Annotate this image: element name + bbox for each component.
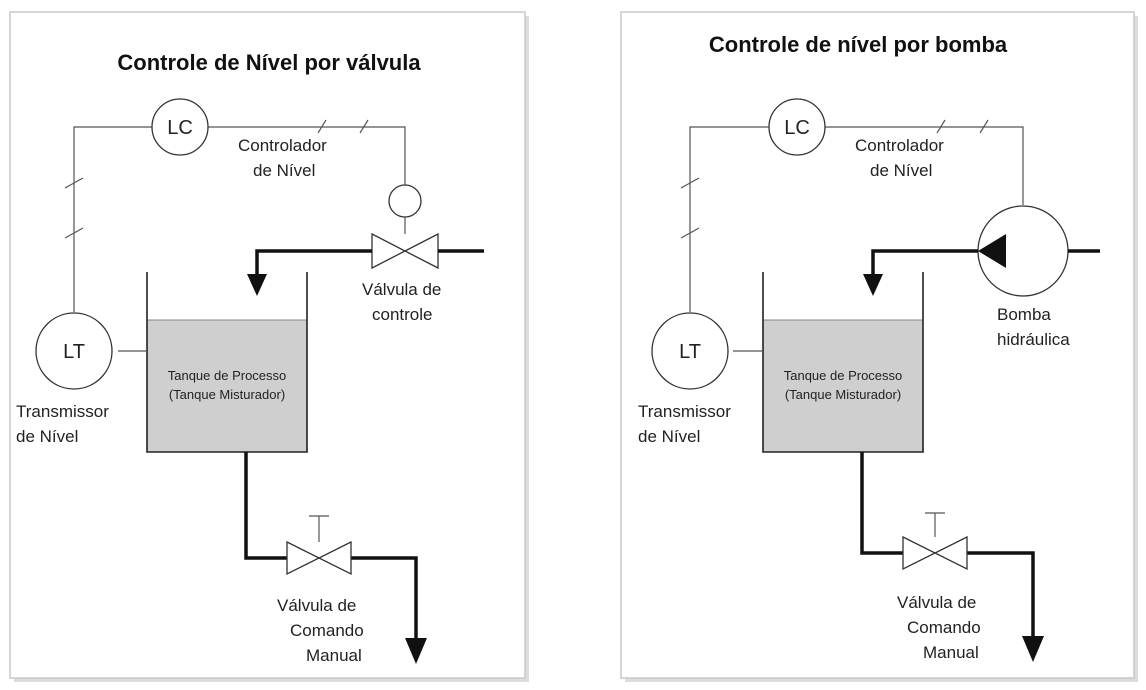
manual-valve xyxy=(902,512,968,571)
pump-label-line2: hidráulica xyxy=(997,330,1070,349)
control-valve-label-line2: controle xyxy=(372,305,432,324)
outlet-pipe xyxy=(244,452,427,664)
level-transmitter: LT xyxy=(35,312,113,390)
controller-label-line1: Controlador xyxy=(238,136,327,155)
controller-label-line1: Controlador xyxy=(855,136,944,155)
process-tank: Tanque de Processo (Tanque Misturador) xyxy=(762,272,924,453)
level-controller: LC xyxy=(768,98,826,156)
svg-text:LC: LC xyxy=(784,117,810,139)
transmitter-label-line2: de Nível xyxy=(638,427,700,446)
level-transmitter: LT xyxy=(651,312,729,390)
transmitter-label-line2: de Nível xyxy=(16,427,78,446)
outlet-arrow-icon xyxy=(1022,636,1044,662)
signal-lines xyxy=(64,119,406,352)
manual-valve xyxy=(286,515,352,576)
outlet-arrow-icon xyxy=(405,638,427,664)
manual-valve-label-line2: Comando xyxy=(907,618,981,637)
tank-label-line1: Tanque de Processo xyxy=(784,368,903,383)
panel-title: Controle de nível por bomba xyxy=(709,32,1008,57)
inlet-pipe xyxy=(247,249,484,296)
process-tank: Tanque de Processo (Tanque Misturador) xyxy=(146,272,308,453)
inlet-arrow-icon xyxy=(247,274,267,296)
panel-pump-control: Controle de nível por bomba LC Controlad… xyxy=(620,11,1138,682)
panel-valve-control: Controle de Nível por válvula LC Control… xyxy=(9,11,529,682)
hydraulic-pump xyxy=(977,205,1069,297)
manual-valve-label-line3: Manual xyxy=(923,643,979,662)
valve-actuator-icon xyxy=(388,184,422,218)
svg-text:LC: LC xyxy=(167,117,193,139)
svg-text:LT: LT xyxy=(63,341,85,363)
outlet-pipe xyxy=(860,452,1044,662)
manual-valve-label-line2: Comando xyxy=(290,621,364,640)
svg-text:LT: LT xyxy=(679,341,701,363)
control-valve-label-line1: Válvula de xyxy=(362,280,441,299)
tank-label-line2: (Tanque Misturador) xyxy=(169,387,285,402)
tank-label-line1: Tanque de Processo xyxy=(168,368,287,383)
transmitter-label-line1: Transmissor xyxy=(16,402,109,421)
transmitter-label-line1: Transmissor xyxy=(638,402,731,421)
control-valve xyxy=(371,184,439,270)
manual-valve-label-line3: Manual xyxy=(306,646,362,665)
panel-title: Controle de Nível por válvula xyxy=(117,50,421,75)
tank-label-line2: (Tanque Misturador) xyxy=(785,387,901,402)
level-controller: LC xyxy=(151,98,209,156)
inlet-arrow-icon xyxy=(863,274,883,296)
signal-lines xyxy=(680,119,1024,352)
controller-label-line2: de Nível xyxy=(253,161,315,180)
pump-label-line1: Bomba xyxy=(997,305,1051,324)
controller-label-line2: de Nível xyxy=(870,161,932,180)
manual-valve-label-line1: Válvula de xyxy=(277,596,356,615)
inlet-pipe xyxy=(863,249,1100,296)
manual-valve-label-line1: Válvula de xyxy=(897,593,976,612)
